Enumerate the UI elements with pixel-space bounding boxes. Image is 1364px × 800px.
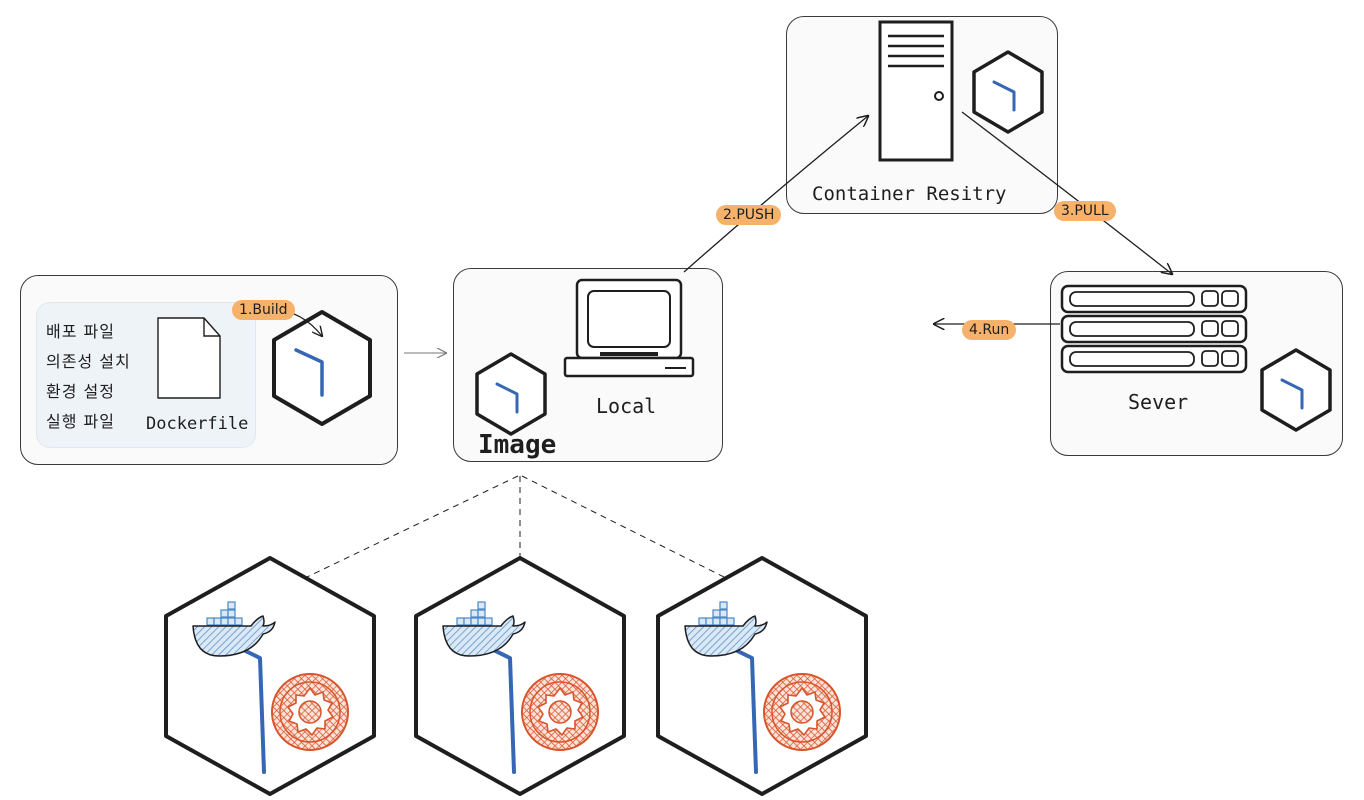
step-pull-tag: 3.PULL <box>1054 201 1116 221</box>
running-container-1 <box>164 556 376 796</box>
note-line-2: 의존성 설치 <box>46 352 131 371</box>
note-line-4: 실행 파일 <box>46 412 115 431</box>
container-image-icon <box>475 352 547 436</box>
registry-label: Container Resitry <box>812 183 1007 205</box>
pull-arrow <box>961 111 1172 274</box>
container-image-icon <box>1260 348 1332 432</box>
note-line-1: 배포 파일 <box>46 322 115 341</box>
running-container-3 <box>656 556 868 796</box>
step-run-tag: 4.Run <box>962 320 1017 340</box>
step-push-tag: 2.PUSH <box>716 205 782 225</box>
push-arrow <box>683 116 868 273</box>
dashed-arrow-right <box>521 475 746 588</box>
rack-server-icon <box>1060 284 1248 374</box>
dockerfile-label: Dockerfile <box>146 414 249 434</box>
step-build-tag: 1.Build <box>232 300 295 320</box>
container-image-icon <box>972 50 1044 134</box>
running-container-2 <box>414 556 626 796</box>
note-line-3: 환경 설정 <box>46 382 115 401</box>
container-image-icon <box>272 310 372 426</box>
dashed-arrow-left <box>284 475 519 588</box>
tower-server-icon <box>878 20 954 162</box>
document-icon <box>157 317 221 399</box>
image-label: Image <box>478 430 557 460</box>
server-label: Sever <box>1128 390 1189 414</box>
computer-icon <box>563 278 695 378</box>
local-label: Local <box>596 394 657 418</box>
